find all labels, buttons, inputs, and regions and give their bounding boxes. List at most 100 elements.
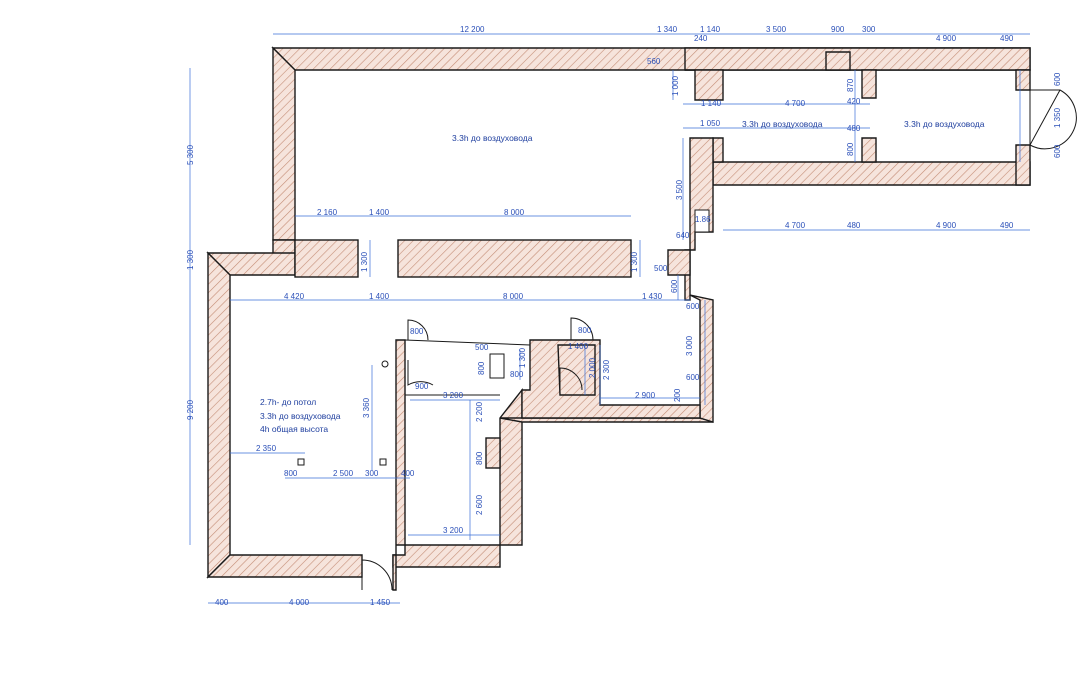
annex-notch bbox=[667, 249, 691, 276]
inner-wall-storage bbox=[557, 344, 596, 396]
dim-3200b: 3 200 bbox=[443, 526, 464, 535]
dim-top-12200: 12 200 bbox=[460, 25, 485, 34]
door-swing-upper-right bbox=[570, 317, 594, 341]
dim-top-1140: 1 140 bbox=[700, 25, 721, 34]
dim-500a: 500 bbox=[654, 264, 668, 273]
dim-4420: 4 420 bbox=[284, 292, 305, 301]
dim-2600: 2 600 bbox=[475, 494, 484, 515]
dim-600b: 600 bbox=[1053, 144, 1062, 158]
dim-3200a: 3 200 bbox=[443, 391, 464, 400]
column-marker bbox=[489, 353, 505, 379]
dim-420: 420 bbox=[847, 97, 861, 106]
dimension-lines bbox=[189, 33, 1030, 604]
small-column-1 bbox=[297, 458, 305, 466]
dim-1140b: 1 140 bbox=[701, 99, 722, 108]
dim-1300d: 1 300 bbox=[518, 347, 527, 368]
dim-800g: 800 bbox=[475, 451, 484, 465]
dim-480b: 480 bbox=[847, 221, 861, 230]
dim-600c: 600 bbox=[670, 279, 679, 293]
dim-1400b: 1 400 bbox=[369, 292, 390, 301]
outer-wall-south-right bbox=[392, 544, 501, 568]
outer-wall-west-lower bbox=[207, 251, 231, 579]
inner-wall-lower-north bbox=[521, 339, 701, 419]
dim-2300: 2 300 bbox=[602, 359, 611, 380]
annex-wall-east-lower bbox=[1015, 144, 1031, 186]
dim-3000: 3 000 bbox=[685, 335, 694, 356]
dim-1350: 1 350 bbox=[1053, 107, 1062, 128]
dim-left-9200: 9 200 bbox=[186, 399, 195, 420]
dim-200: 200 bbox=[673, 388, 682, 402]
note-lower-duct: 3.3h до воздуховода bbox=[260, 411, 341, 421]
dim-2900: 2 900 bbox=[635, 391, 656, 400]
annex-partition-5 bbox=[712, 137, 724, 163]
note-mid-room: 3.3h до воздуховода bbox=[742, 119, 823, 129]
dim-left-1300: 1 300 bbox=[186, 249, 195, 270]
dim-3360: 3 360 bbox=[362, 397, 371, 418]
inner-wall-corridor-west bbox=[392, 339, 406, 591]
fixture-circle bbox=[381, 360, 389, 368]
annex-partition-3 bbox=[861, 69, 877, 99]
dim-800f: 800 bbox=[284, 469, 298, 478]
dim-800c: 800 bbox=[578, 326, 592, 335]
corridor-door-frame bbox=[404, 339, 531, 346]
annex-partition-4 bbox=[861, 137, 877, 163]
door-swing-south bbox=[361, 559, 393, 591]
dim-4700b: 4 700 bbox=[785, 221, 806, 230]
dim-500b: 500 bbox=[475, 343, 489, 352]
dim-1300c: 1 300 bbox=[630, 251, 639, 272]
annex-wall-north bbox=[684, 47, 1031, 71]
dim-1430: 1 430 bbox=[642, 292, 663, 301]
dim-top-900: 900 bbox=[831, 25, 845, 34]
outer-wall-west-upper bbox=[272, 46, 296, 241]
door-swing-corridor bbox=[407, 360, 434, 386]
dim-4900b: 4 900 bbox=[936, 221, 957, 230]
dim-800e: 800 bbox=[510, 370, 524, 379]
dim-4700: 4 700 bbox=[785, 99, 806, 108]
dim-bottom-400: 400 bbox=[215, 598, 229, 607]
annex-partition-1 bbox=[685, 69, 724, 101]
annex-wall-east bbox=[1015, 69, 1031, 91]
note-right-room: 3.3h до воздуховода bbox=[904, 119, 985, 129]
dim-top-1340: 1 340 bbox=[657, 25, 678, 34]
note-main-hall: 3.3h до воздуховода bbox=[452, 133, 533, 143]
door-swing-storage bbox=[559, 367, 583, 391]
dim-800a: 800 bbox=[846, 142, 855, 156]
dim-8000b: 8 000 bbox=[503, 292, 524, 301]
dim-800b: 800 bbox=[410, 327, 424, 336]
outer-wall-south-left bbox=[206, 554, 363, 578]
door-swing-entry-east bbox=[1029, 89, 1077, 150]
inner-wall-hall-center bbox=[397, 239, 632, 278]
annex-partition-2 bbox=[825, 51, 851, 71]
dim-top-3500: 3 500 bbox=[766, 25, 787, 34]
dim-400a: 400 bbox=[401, 469, 415, 478]
inner-wall-corridor-east bbox=[499, 387, 523, 546]
dim-1000: 1 000 bbox=[671, 75, 680, 96]
dim-186: 1.86 bbox=[695, 215, 711, 224]
dim-bottom-1450: 1 450 bbox=[370, 598, 391, 607]
dim-2500: 2 500 bbox=[333, 469, 354, 478]
dim-2200: 2 200 bbox=[475, 401, 484, 422]
annex-fixture bbox=[694, 209, 710, 233]
dim-560: 560 bbox=[647, 57, 661, 66]
dim-3500: 3 500 bbox=[675, 179, 684, 200]
dim-640: 640 bbox=[676, 231, 690, 240]
dim-1400c: 1 400 bbox=[568, 342, 589, 351]
dim-490b: 490 bbox=[1000, 221, 1014, 230]
dim-top-4900: 4 900 bbox=[936, 34, 957, 43]
dim-600d: 600 bbox=[686, 302, 700, 311]
dim-top-490: 490 bbox=[1000, 34, 1014, 43]
door-swing-upper-left bbox=[407, 319, 429, 341]
note-lower-ceiling: 2.7h- до потол bbox=[260, 397, 316, 407]
outer-wall-east-lower bbox=[689, 294, 714, 423]
dim-2000: 2 000 bbox=[588, 357, 597, 378]
dim-600a: 600 bbox=[1053, 72, 1062, 86]
dim-left-5300: 5 300 bbox=[186, 144, 195, 165]
dim-480: 480 bbox=[847, 124, 861, 133]
dim-top-240: 240 bbox=[694, 34, 708, 43]
dim-1400a: 1 400 bbox=[369, 208, 390, 217]
small-column-2 bbox=[379, 458, 387, 466]
dim-900: 900 bbox=[415, 382, 429, 391]
dim-top-300: 300 bbox=[862, 25, 876, 34]
dim-870: 870 bbox=[846, 78, 855, 92]
